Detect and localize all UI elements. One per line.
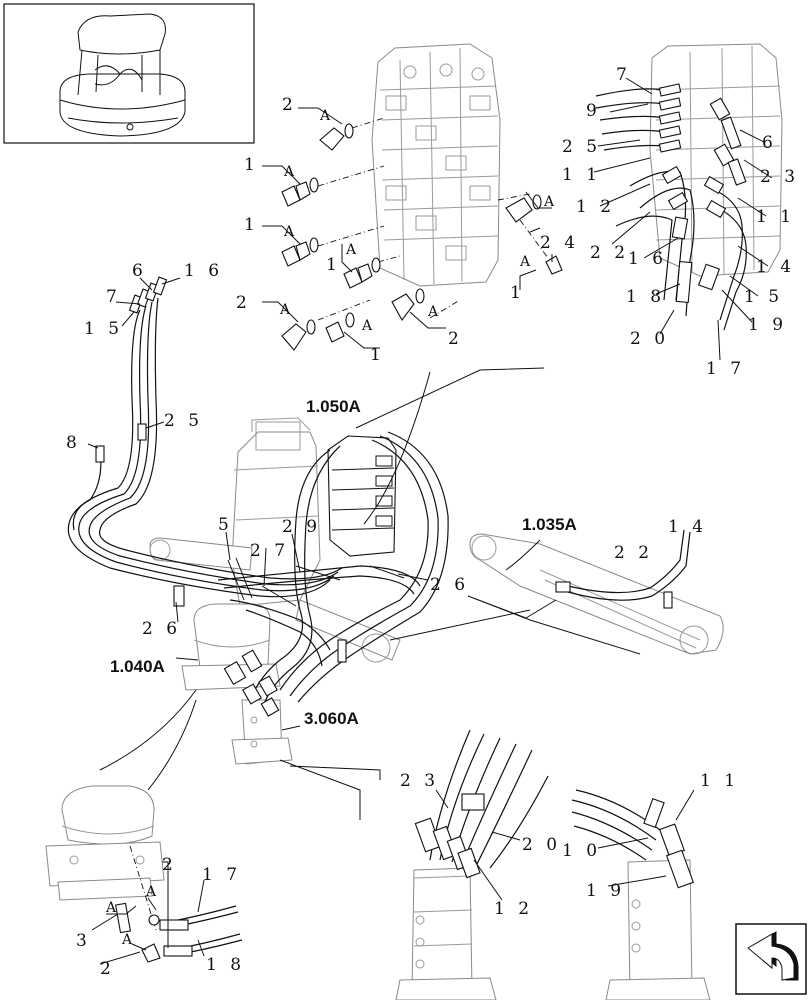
control-valve-main — [327, 435, 397, 557]
callout-24: 2 4 — [540, 233, 579, 253]
a-mark: A — [283, 224, 295, 240]
fitting-elbow-2b — [281, 319, 316, 351]
rotary-joint-3060 — [231, 699, 293, 765]
callout-2: 2 — [448, 329, 463, 349]
callout-7: 7 — [106, 287, 121, 307]
callout-23: 2 3 — [760, 167, 799, 187]
callout-18: 1 8 — [626, 287, 665, 307]
leaders-top-right — [593, 77, 773, 361]
callout-2: 2 — [236, 293, 251, 313]
a-mark: A — [121, 932, 133, 948]
callout-3: 3 — [76, 931, 91, 951]
machine-inset — [3, 3, 255, 144]
callout-16: 1 6 — [184, 261, 223, 281]
swing-motor-detail: A A A — [45, 785, 243, 965]
ref-1040a: 1.040A — [110, 657, 165, 676]
a-leaders-top: A A A A A A A A A — [262, 107, 555, 349]
a-mark: A — [543, 194, 555, 210]
fitting-connector-1d — [325, 312, 355, 343]
callout-25: 2 5 — [562, 137, 601, 157]
fitting-elbow-24 — [505, 194, 542, 233]
callout-19: 1 9 — [748, 315, 787, 335]
callout-11: 1 1 — [562, 165, 601, 185]
callout-1: 1 — [244, 215, 259, 235]
callout-15: 1 5 — [744, 287, 783, 307]
callout-6: 6 — [762, 133, 777, 153]
callout-29: 2 9 — [282, 517, 321, 537]
callout-6: 6 — [132, 261, 147, 281]
callout-18: 1 8 — [206, 955, 245, 975]
a-mark: A — [427, 304, 439, 320]
callout-20: 2 0 — [630, 329, 669, 349]
callout-19: 1 9 — [586, 881, 625, 901]
callout-26: 2 6 — [142, 619, 181, 639]
callout-14: 1 4 — [756, 257, 795, 277]
callout-14: 1 4 — [668, 517, 707, 537]
callout-27: 2 7 — [250, 541, 289, 561]
fitting-connector-1a — [281, 177, 319, 207]
callout-1: 1 — [510, 283, 525, 303]
callout-9: 9 — [586, 101, 601, 121]
rotary-joint-detail-a — [395, 729, 549, 1000]
fitting-elbow-2c — [391, 288, 425, 322]
callout-1: 1 — [370, 345, 385, 365]
a-mark: A — [519, 254, 531, 270]
leaders-main — [87, 277, 641, 820]
callout-17: 1 7 — [202, 865, 241, 885]
callout-22: 2 2 — [614, 543, 653, 563]
callout-12: 1 2 — [576, 197, 615, 217]
callout-2: 2 — [100, 959, 115, 979]
callout-15: 1 5 — [84, 319, 123, 339]
a-mark: A — [283, 164, 295, 180]
callout-11: 1 1 — [756, 207, 795, 227]
ref-3060a: 3.060A — [304, 709, 359, 728]
control-valve-ghost — [371, 43, 501, 287]
a-mark: A — [319, 108, 331, 124]
a-mark: A — [145, 884, 157, 900]
callout-8: 8 — [66, 433, 81, 453]
a-mark: A — [345, 242, 357, 258]
callout-1: 1 — [326, 255, 341, 275]
ref-1050a: 1.050A — [306, 397, 361, 416]
cylinder-1035 — [469, 529, 724, 655]
callout-22: 2 2 — [590, 243, 629, 263]
callout-20: 2 0 — [522, 835, 561, 855]
callout-12: 1 2 — [494, 899, 533, 919]
fitting-connector-1c — [343, 257, 381, 289]
fitting-centerlines — [317, 117, 549, 321]
callout-1: 1 — [244, 155, 259, 175]
callout-10: 1 0 — [562, 841, 601, 861]
callout-23: 2 3 — [400, 771, 439, 791]
callout-5: 5 — [218, 515, 233, 535]
valve-with-hoses-right — [595, 43, 783, 331]
callout-2: 2 — [162, 855, 177, 875]
rotary-joint-detail-b — [571, 789, 711, 1000]
callout-26: 2 6 — [430, 575, 469, 595]
fitting-elbow-2a — [319, 123, 354, 151]
main-hose-bundle — [67, 276, 449, 717]
callout-2: 2 — [282, 95, 297, 115]
callout-7: 7 — [616, 65, 631, 85]
a-mark: A — [361, 318, 373, 334]
fitting-connector-1e — [545, 254, 563, 275]
callout-25: 2 5 — [164, 411, 203, 431]
callout-17: 1 7 — [706, 359, 745, 379]
callout-16: 1 6 — [628, 249, 667, 269]
a-mark: A — [279, 302, 291, 318]
callout-11: 1 1 — [700, 771, 739, 791]
fitting-connector-1b — [281, 237, 319, 267]
next-page-arrow-icon[interactable] — [735, 923, 807, 995]
a-mark: A — [105, 900, 117, 916]
ref-1035a: 1.035A — [522, 515, 577, 534]
